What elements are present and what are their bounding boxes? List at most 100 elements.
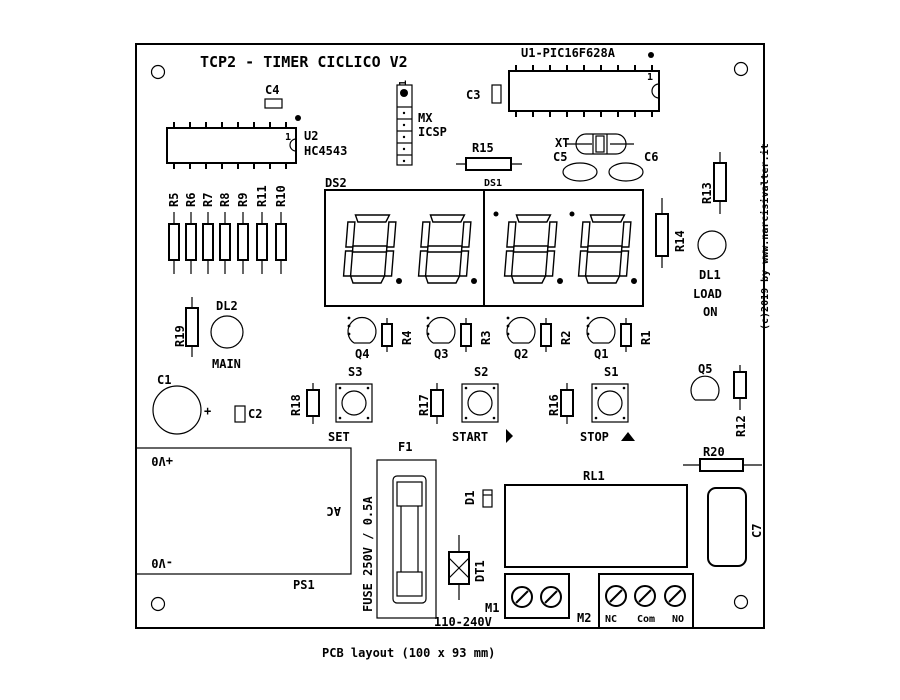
r17-resistor: R17	[417, 383, 444, 424]
xt-label: XT	[555, 136, 569, 150]
r20-resistor: R20	[683, 445, 762, 472]
mounting-hole-bottom-right	[733, 594, 749, 610]
ps1-label: PS1	[293, 578, 315, 592]
board-outline	[135, 43, 765, 629]
stop-label: STOP	[580, 430, 609, 444]
r20-label: R20	[703, 445, 725, 459]
d1-label: D1	[463, 491, 477, 505]
c6-capacitor	[608, 162, 644, 182]
credit-text: (c)2019 by www.narcisivalter.it	[759, 143, 771, 330]
c3-label: C3	[466, 88, 480, 102]
r10-label: R10	[274, 185, 288, 207]
icsp-header: 1 MX ICSP	[396, 80, 447, 166]
ds2-label: DS2	[325, 176, 347, 190]
mounting-hole-top-left	[150, 64, 166, 80]
load-label: LOAD	[693, 287, 722, 301]
r7-label: R7	[201, 193, 215, 207]
r13-label: R13	[700, 182, 714, 204]
board-title: TCP2 - TIMER CICLICO V2	[200, 53, 408, 71]
m2-terminal-block: M2 NC Com NO	[577, 573, 694, 629]
r6-label: R6	[184, 193, 198, 207]
q3-label: Q3	[434, 347, 448, 361]
icsp-label: ICSP	[418, 125, 447, 139]
mains-voltage-label: 110-240V	[434, 615, 492, 629]
vminus-label: -V0	[151, 556, 173, 570]
u2-part-label: HC4543	[304, 144, 347, 158]
ds1-label: DS1	[484, 178, 502, 189]
m1-terminal-block: M1 110-240V	[434, 573, 570, 629]
r15-resistor: R15	[456, 141, 522, 171]
ps1-power-supply: +V0 -V0 AC PS1	[135, 447, 352, 592]
stop-triangle-icon	[621, 432, 635, 441]
r8-label: R8	[218, 193, 232, 207]
r2-label: R2	[559, 331, 573, 345]
start-label: START	[452, 430, 488, 444]
c2-capacitor	[234, 405, 246, 423]
r14-label: R14	[673, 230, 687, 252]
s1-label: S1	[604, 365, 618, 379]
d1-diode	[482, 489, 493, 508]
nc-label: NC	[605, 614, 617, 625]
ac-label: AC	[327, 504, 341, 518]
c7-capacitor: C7	[707, 487, 764, 567]
com-label: Com	[637, 614, 655, 625]
u1-label: U1-PIC16F628A	[521, 46, 616, 60]
r12-resistor: R12	[733, 365, 748, 437]
c1-label: C1	[157, 373, 171, 387]
mx-label: MX	[418, 111, 433, 125]
q2-label: Q2	[514, 347, 528, 361]
r9-label: R9	[236, 193, 250, 207]
c5-label: C5	[553, 150, 567, 164]
r19-resistor: R19	[173, 297, 199, 357]
r5-label: R5	[167, 193, 181, 207]
c7-label: C7	[750, 524, 764, 538]
r4-label: R4	[400, 331, 414, 345]
r14-resistor: R14	[655, 198, 687, 268]
svg-text:+: +	[204, 404, 211, 418]
q5-transistor: Q5	[690, 362, 720, 401]
mounting-hole-top-right	[733, 61, 749, 77]
rl1-label: RL1	[583, 469, 605, 483]
no-label: NO	[672, 614, 684, 625]
m1-label: M1	[485, 601, 499, 615]
u2-pin1-label: 1	[285, 132, 291, 143]
r15-label: R15	[472, 141, 494, 155]
u2-decoder-chip: 1 U2 HC4543	[166, 115, 347, 169]
ds2-display: DS2	[324, 176, 644, 307]
dt1-varistor: DT1	[448, 535, 487, 600]
r16-resistor: R16	[547, 383, 574, 424]
u1-pin1-label: 1	[647, 72, 653, 83]
dl1-led: DL1 LOAD ON	[693, 230, 727, 319]
q5-label: Q5	[698, 362, 712, 376]
set-label: SET	[328, 430, 350, 444]
f1-fuse-holder: F1 FUSE 250V / 0.5A	[361, 440, 437, 619]
f1-label: F1	[398, 440, 412, 454]
c6-label: C6	[644, 150, 658, 164]
icsp-pin1-label: 1	[398, 80, 409, 86]
on-label: ON	[703, 305, 717, 319]
r16-label: R16	[547, 394, 561, 416]
r13-resistor: R13	[700, 152, 727, 214]
vplus-label: +V0	[151, 454, 173, 468]
m2-label: M2	[577, 611, 591, 625]
r18-label: R18	[289, 394, 303, 416]
dt1-label: DT1	[473, 560, 487, 582]
mounting-hole-bottom-left	[150, 596, 166, 612]
resistor-array-r5-r11: R5 R6 R7 R8 R9 R11 R10	[167, 185, 288, 274]
transistor-row	[347, 316, 632, 352]
c2-label: C2	[248, 407, 262, 421]
c4-capacitor	[264, 98, 283, 109]
start-arrow-icon	[506, 429, 513, 443]
r18-resistor: R18	[289, 383, 320, 424]
u2-label: U2	[304, 129, 318, 143]
s2-label: S2	[474, 365, 488, 379]
main-label: MAIN	[212, 357, 241, 371]
q1-label: Q1	[594, 347, 608, 361]
c1-electrolytic-capacitor: C1 +	[152, 373, 211, 435]
rl1-relay: RL1	[504, 469, 688, 568]
r1-label: R1	[639, 331, 653, 345]
r17-label: R17	[417, 394, 431, 416]
c5-capacitor	[562, 162, 598, 182]
r11-label: R11	[255, 185, 269, 207]
